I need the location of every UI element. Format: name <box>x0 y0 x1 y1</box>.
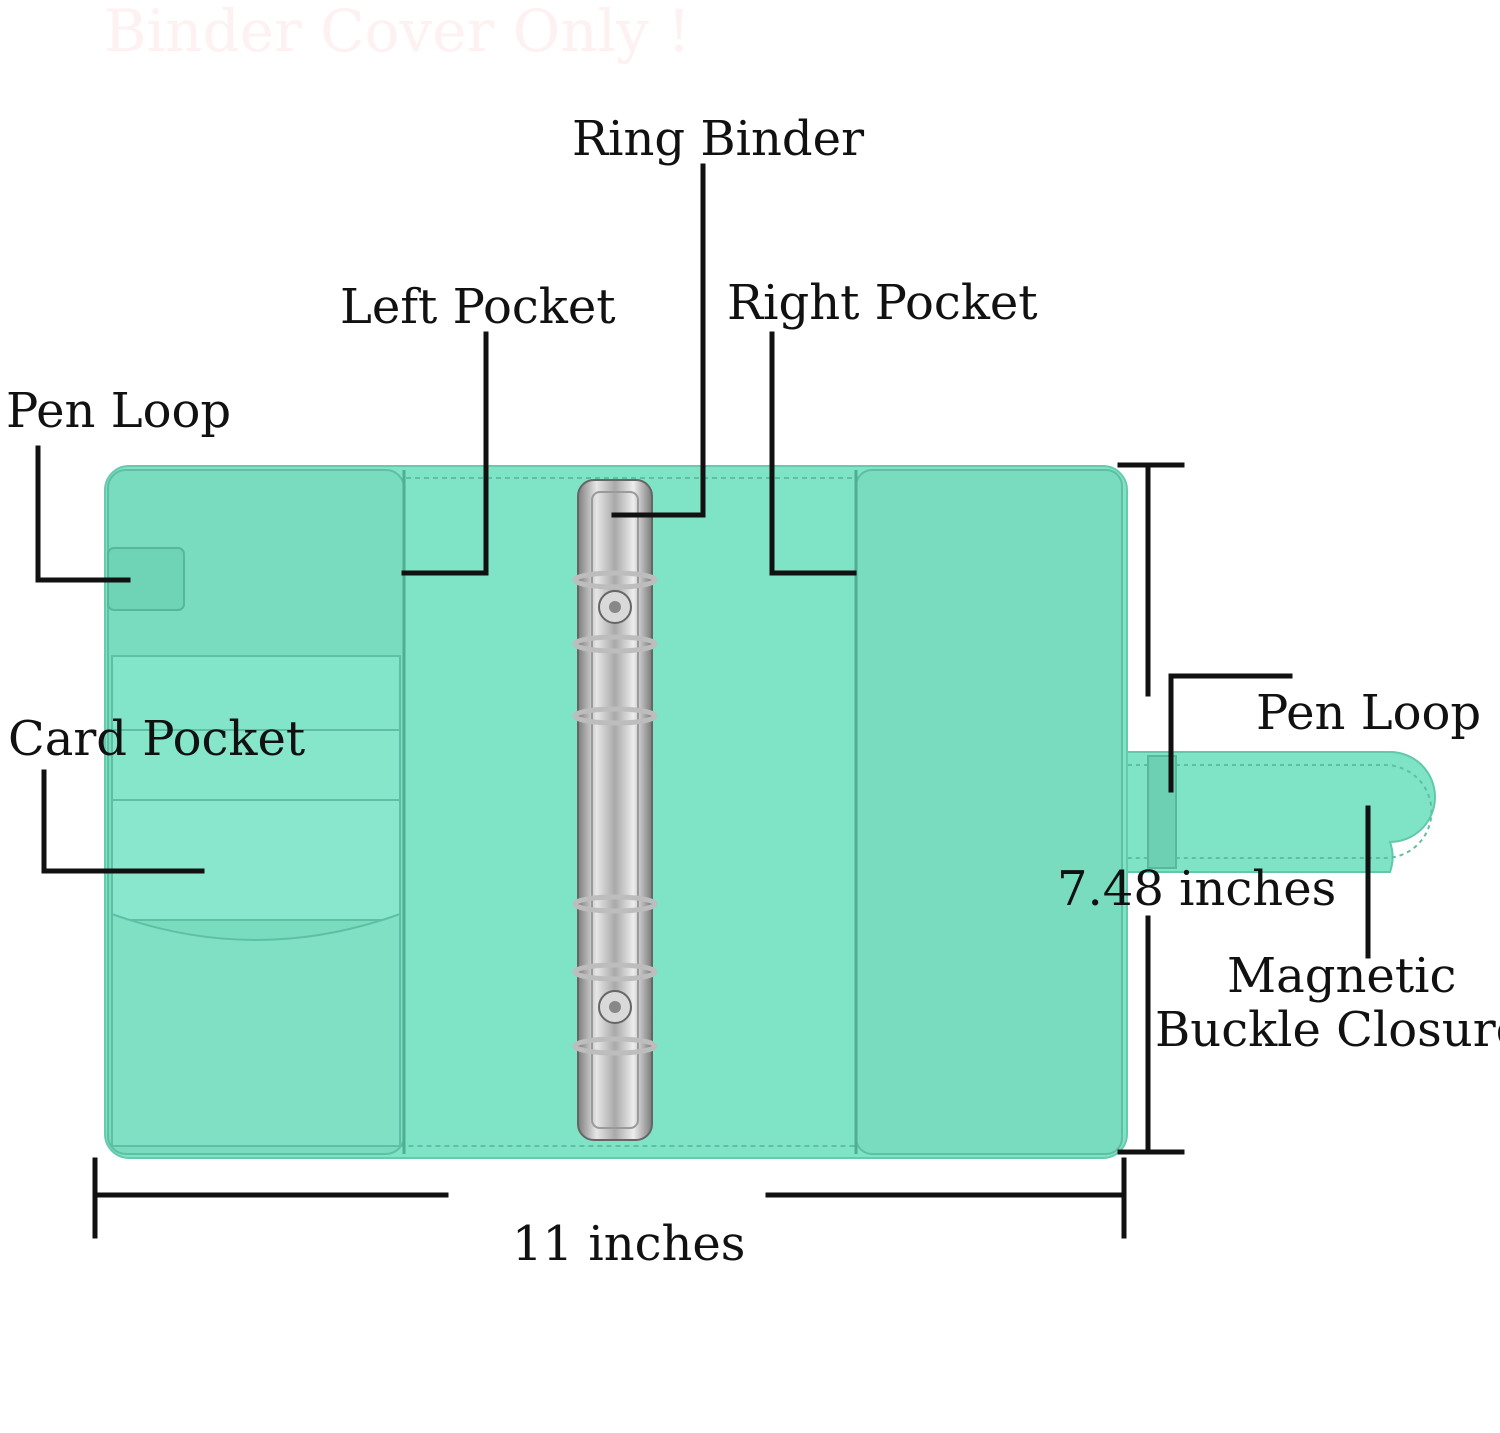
label-width: 11 inches <box>512 1216 746 1272</box>
label-right-pocket: Right Pocket <box>727 275 1038 331</box>
ring-4 <box>572 894 658 914</box>
ring-3 <box>572 706 658 726</box>
label-magnetic-line2: Buckle Closure <box>1155 1002 1500 1058</box>
ring-6 <box>572 1036 658 1056</box>
label-pen-loop-left: Pen Loop <box>6 383 232 439</box>
label-left-pocket: Left Pocket <box>340 279 616 335</box>
ring-binder-leader <box>611 163 706 518</box>
ring-2 <box>572 634 658 654</box>
card-pocket-leader <box>41 769 205 874</box>
ring-1 <box>572 570 658 590</box>
left-pocket-leader <box>401 331 489 576</box>
card-slot-curved <box>111 912 401 1147</box>
faint-header-text: Binder Cover Only ! <box>104 0 691 65</box>
right-pocket-leader <box>769 331 857 576</box>
label-ring-binder: Ring Binder <box>572 111 865 167</box>
label-pen-loop-right: Pen Loop <box>1256 685 1482 741</box>
card-slot-3 <box>111 799 401 921</box>
label-height: 7.48 inches <box>1057 861 1337 917</box>
ring-5 <box>572 962 658 982</box>
right-pocket-panel <box>855 469 1123 1155</box>
label-card-pocket: Card Pocket <box>8 711 306 767</box>
magnetic-strap <box>1109 751 1436 873</box>
pen-loop-right-leader <box>1168 673 1293 793</box>
label-magnetic-line1: Magnetic <box>1227 948 1457 1004</box>
ring-binder-mechanism <box>572 479 658 1141</box>
pen-loop-left-leader <box>35 445 131 583</box>
